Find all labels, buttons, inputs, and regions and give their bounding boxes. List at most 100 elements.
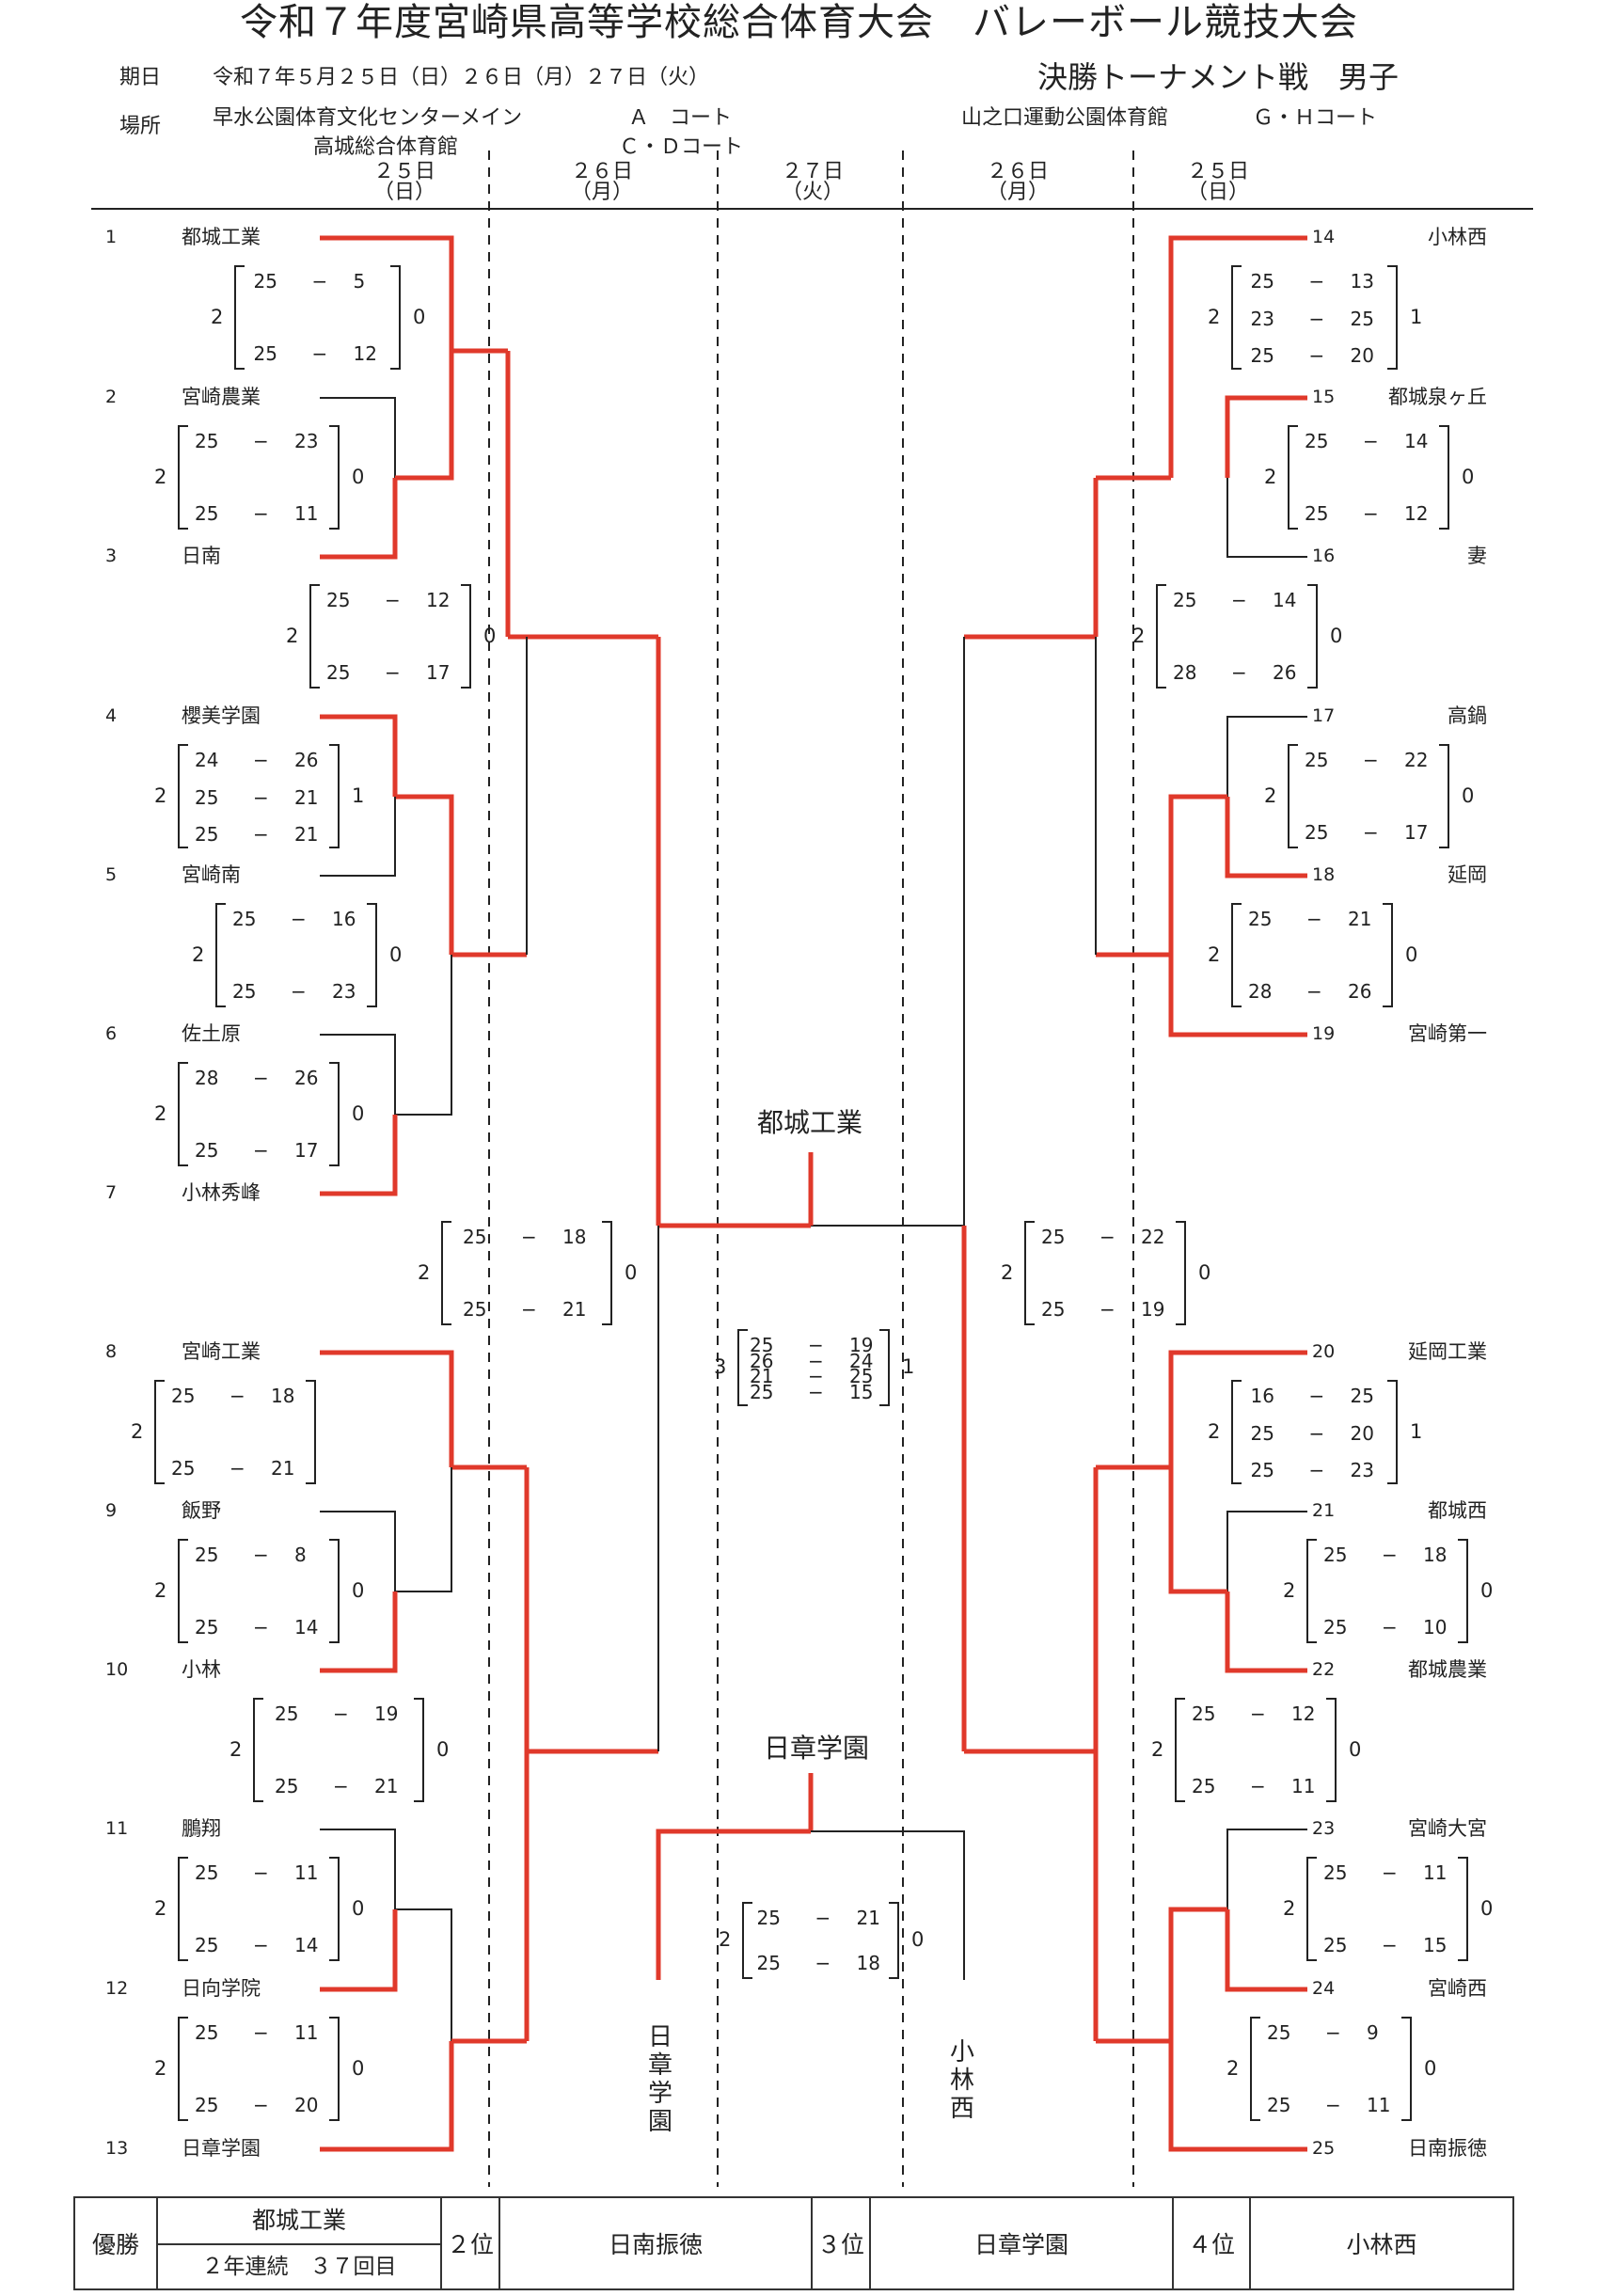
team-seed: 16 <box>1312 546 1336 566</box>
set-score-right: 18 <box>856 1952 880 1974</box>
set-score-right: 14 <box>1273 589 1297 611</box>
bracket-line-15 <box>320 1115 398 1196</box>
period-label: 期日 <box>119 66 162 89</box>
set-score-right: 21 <box>562 1298 587 1321</box>
set-score-left: 25 <box>1173 589 1197 611</box>
set-dash: − <box>311 270 328 293</box>
set-dash: − <box>521 1226 537 1248</box>
set-dash: − <box>1325 2094 1341 2116</box>
set-dash: − <box>1308 307 1325 330</box>
bracket-line-5 <box>320 478 398 560</box>
set-score-right: 15 <box>1423 1934 1448 1956</box>
team-seed: 8 <box>105 1341 118 1362</box>
set-score-left: 25 <box>195 1544 219 1566</box>
team-name: 日南 <box>182 545 221 567</box>
set-score-right: 11 <box>1367 2094 1391 2116</box>
set-score-left: 25 <box>1041 1226 1066 1248</box>
set-dash: − <box>229 1457 245 1480</box>
set-score-left: 25 <box>275 1702 299 1725</box>
set-score-right: 18 <box>1423 1544 1448 1566</box>
set-dash: − <box>253 1934 269 1956</box>
team-name: 宮崎農業 <box>182 386 261 408</box>
team-name: 櫻美学園 <box>182 705 261 727</box>
team-seed: 5 <box>105 864 118 885</box>
sets-won-left: 2 <box>418 1260 431 1284</box>
sets-won-left: 2 <box>1226 2056 1240 2080</box>
team-name: 小林 <box>182 1658 221 1681</box>
score-bracket-left <box>215 903 226 1007</box>
score-bracket-left <box>1306 1539 1317 1643</box>
set-score-left: 25 <box>1305 821 1329 844</box>
score-bracket-right <box>306 1380 316 1484</box>
set-score-right: 21 <box>294 823 319 846</box>
set-dash: − <box>1308 1459 1325 1481</box>
team-seed: 23 <box>1312 1818 1336 1839</box>
score-bracket-right <box>602 1221 612 1325</box>
score-bracket-left <box>737 1329 748 1406</box>
sets-won-right: 0 <box>1405 942 1418 966</box>
team-name: 都城西 <box>1428 1499 1487 1522</box>
score-bracket-right <box>1307 584 1318 689</box>
team-seed: 13 <box>105 2138 129 2159</box>
bracket-line-21 <box>395 1467 452 1592</box>
set-score-left: 25 <box>253 342 277 365</box>
set-dash: − <box>253 749 269 771</box>
sets-won-left: 2 <box>1264 465 1277 488</box>
sets-won-left: 2 <box>719 1928 732 1951</box>
page-title: 令和７年度宮崎県高等学校総合体育大会 バレーボール競技大会 <box>240 1 1358 44</box>
set-dash: − <box>291 980 307 1003</box>
score-bracket-left <box>1250 2017 1260 2121</box>
sets-won-left: 2 <box>154 465 167 488</box>
champion-label: 都城工業 <box>757 1107 863 1138</box>
set-score-right: 26 <box>294 749 319 771</box>
set-score-right: 19 <box>849 1334 874 1356</box>
sets-won-left: 2 <box>154 1578 167 1602</box>
bracket-line-55 <box>1225 1909 1307 1992</box>
score-bracket-left <box>1231 903 1242 1007</box>
score-bracket-right <box>1458 1857 1468 1961</box>
first-label: 優勝 <box>73 2196 158 2290</box>
set-score-right: 18 <box>562 1226 587 1248</box>
set-dash: − <box>1308 270 1325 293</box>
team-seed: 24 <box>1312 1978 1336 1999</box>
set-score-left: 25 <box>195 823 219 846</box>
team-seed: 22 <box>1312 1659 1336 1680</box>
set-score-right: 22 <box>1404 749 1429 771</box>
team-name: 宮崎大宮 <box>1408 1817 1487 1840</box>
bracket-line-49 <box>1226 1511 1307 1591</box>
bracket-line-60 <box>656 1829 811 1980</box>
set-score-left: 25 <box>1250 344 1274 367</box>
set-dash: − <box>521 1298 537 1321</box>
set-score-right: 5 <box>353 270 366 293</box>
bracket-line-3 <box>320 397 396 478</box>
court-cd: Ｃ・Ｄコート <box>619 135 744 159</box>
sets-won-left: 2 <box>1001 1260 1014 1284</box>
venue2: 高城総合体育館 <box>313 135 459 159</box>
team-name: 飯野 <box>182 1499 221 1522</box>
set-score-left: 25 <box>232 980 257 1003</box>
score-bracket-left <box>178 1857 188 1961</box>
sets-won-right: 0 <box>352 465 365 488</box>
set-score-left: 25 <box>1323 1616 1348 1639</box>
bracket-line-4 <box>395 351 454 481</box>
venue1: 早水公園体育文化センターメイン <box>213 106 523 130</box>
set-score-left: 25 <box>1041 1298 1066 1321</box>
score-bracket-left <box>178 744 188 848</box>
set-score-right: 9 <box>1367 2021 1379 2044</box>
sets-won-right: 0 <box>1462 465 1475 488</box>
team-name: 高鍋 <box>1448 705 1487 727</box>
set-score-right: 16 <box>332 908 356 930</box>
set-score-right: 14 <box>294 1616 319 1639</box>
team-seed: 21 <box>1312 1500 1336 1521</box>
team-name: 都城泉ヶ丘 <box>1388 386 1487 408</box>
set-dash: − <box>253 785 269 809</box>
score-bracket-right <box>329 744 340 848</box>
team-name: 小林西 <box>1428 226 1487 248</box>
team-name: 延岡工業 <box>1408 1340 1487 1363</box>
set-score-right: 11 <box>1291 1775 1316 1797</box>
team-seed: 14 <box>1312 227 1336 247</box>
sets-won-right: 1 <box>1410 305 1423 328</box>
set-score-left: 25 <box>1305 430 1329 452</box>
first-cell: 都城工業 ２年連続 ３７回目 <box>156 2196 442 2290</box>
set-score-left: 25 <box>1323 1934 1348 1956</box>
